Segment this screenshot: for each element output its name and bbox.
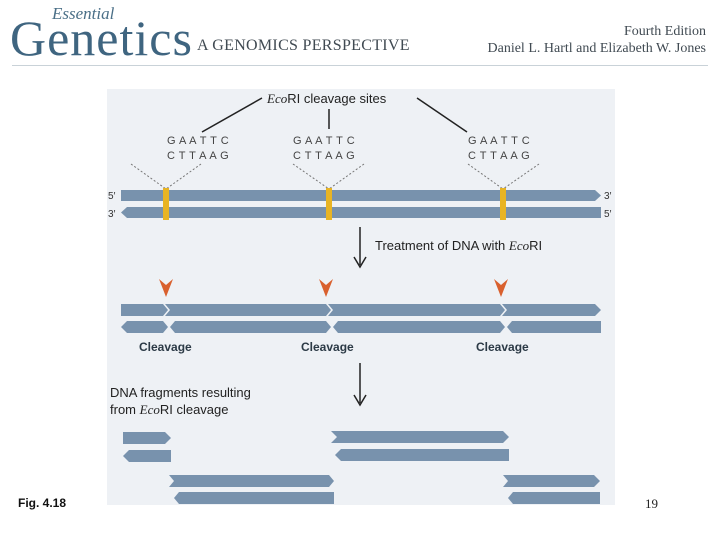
slide-header: Essential Genetics A GENOMICS PERSPECTIV…	[0, 0, 720, 68]
cleaved-top-segment-1	[121, 304, 168, 316]
book-subtitle: A GENOMICS PERSPECTIVE	[197, 37, 410, 54]
fragment-left-top	[123, 432, 171, 444]
cleavage-arrowhead-2	[319, 279, 333, 297]
dna-top-strand	[121, 190, 601, 201]
figure-number: Fig. 4.18	[18, 496, 67, 510]
site-guide-lines	[130, 163, 540, 190]
fragment-right-bottom	[508, 492, 600, 504]
cleavage-site-marker-3	[500, 188, 506, 220]
fragment-middle-right-bottom	[335, 449, 509, 461]
cleavage-site-marker-1	[163, 188, 169, 220]
fragment-middle-right-top	[331, 431, 509, 443]
book-edition: Fourth Edition	[623, 24, 706, 39]
header-divider	[12, 65, 708, 66]
fragments-label-line1: DNA fragments resulting	[110, 385, 251, 400]
process-arrow-1-head	[353, 256, 367, 269]
fragments-label-line2: from EcoRI cleavage	[110, 402, 229, 417]
logo-genetics: Genetics	[10, 10, 193, 66]
cleaved-top-segment-3	[328, 304, 505, 316]
ecori-diagram: EcoRI cleavage sites G A A T T C C T T A…	[108, 91, 612, 504]
strand-label-5-left: 5′	[108, 191, 116, 202]
fragment-middle-left-bottom	[174, 492, 334, 504]
cleaved-top-segment-2	[165, 304, 331, 316]
cleavage-arrowhead-3	[494, 279, 508, 297]
cleavage-site-marker-2	[326, 188, 332, 220]
book-authors: Daniel L. Hartl and Elizabeth W. Jones	[487, 41, 707, 56]
fragment-left-bottom	[123, 450, 171, 462]
dna-bottom-strand	[121, 207, 601, 218]
site2-sequence-bottom: C T T A A G	[293, 150, 355, 162]
site3-sequence-top: G A A T T C	[468, 135, 530, 147]
strand-label-3-left: 3′	[108, 209, 116, 220]
ecori-figure: EcoRI cleavage sites G A A T T C C T T A…	[107, 89, 615, 505]
strand-label-3-right: 3′	[604, 191, 612, 202]
site3-sequence-bottom: C T T A A G	[468, 150, 530, 162]
process-arrow-2-head	[353, 394, 367, 407]
strand-label-5-right: 5′	[604, 209, 612, 220]
cleavage-label-1: Cleavage	[139, 340, 192, 354]
cleaved-bottom-segment-1	[121, 321, 168, 333]
pointer-line-left	[201, 97, 263, 133]
cleaved-bottom-segment-2	[170, 321, 331, 333]
fragment-middle-left-top	[169, 475, 334, 487]
fragment-right-top	[503, 475, 600, 487]
pointer-line-right	[416, 97, 468, 133]
page-number: 19	[645, 496, 658, 511]
cleavage-label-2: Cleavage	[301, 340, 354, 354]
cleaved-bottom-segment-3	[333, 321, 505, 333]
cleaved-top-segment-4	[502, 304, 601, 316]
site1-sequence-top: G A A T T C	[167, 135, 229, 147]
cleavage-sites-title: EcoRI cleavage sites	[266, 91, 387, 106]
treatment-label: Treatment of DNA with EcoRI	[375, 238, 542, 253]
site2-sequence-top: G A A T T C	[293, 135, 355, 147]
cleavage-arrowhead-1	[159, 279, 173, 297]
cleaved-bottom-segment-4	[507, 321, 601, 333]
site1-sequence-bottom: C T T A A G	[167, 150, 229, 162]
cleavage-label-3: Cleavage	[476, 340, 529, 354]
logo-essential: Essential	[52, 4, 115, 23]
